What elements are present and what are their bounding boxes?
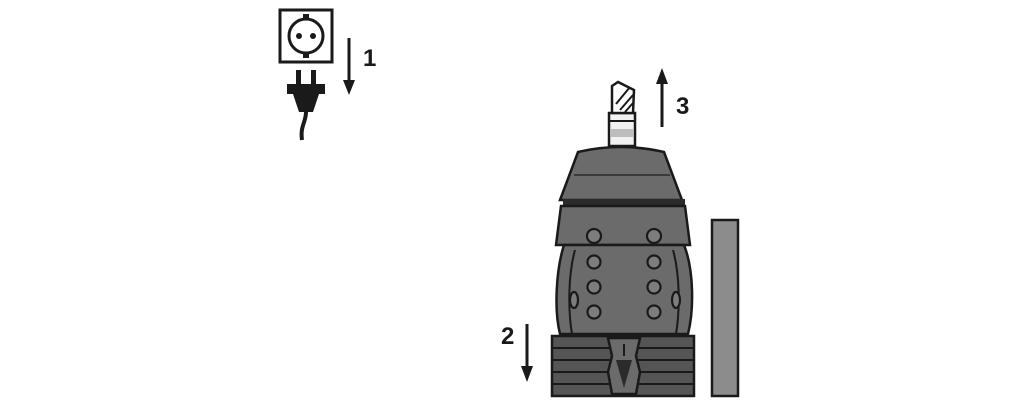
step-1-arrow-icon xyxy=(343,38,355,95)
unplug-icon xyxy=(278,8,334,141)
support-post xyxy=(710,218,740,398)
step-2-label: 2 xyxy=(501,323,514,350)
step-2-arrow-icon xyxy=(521,324,533,382)
plug-icon xyxy=(287,70,325,141)
chuck-holes xyxy=(568,227,682,320)
step-1-label: 1 xyxy=(363,45,376,72)
drill-bit xyxy=(607,80,637,148)
step-3-arrow-icon xyxy=(656,68,668,127)
wall-socket-icon xyxy=(278,8,334,64)
drill-chuck xyxy=(550,145,696,398)
step-3-label: 3 xyxy=(676,93,689,120)
chuck-base xyxy=(550,334,696,398)
